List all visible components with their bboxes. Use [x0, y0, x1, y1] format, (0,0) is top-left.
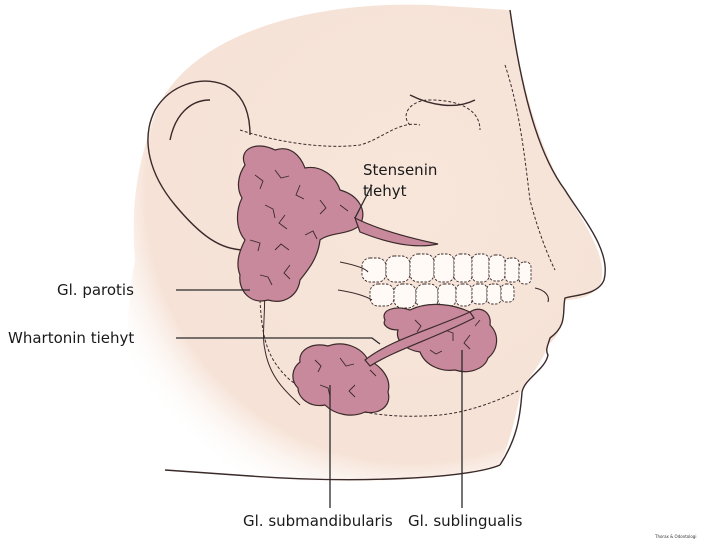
label-sublingualis: Gl. sublingualis — [408, 512, 522, 530]
watermark: Thorax & Odontologi — [655, 534, 696, 539]
label-parotis: Gl. parotis — [57, 281, 134, 299]
label-stensen-line1: Stensenin — [363, 160, 437, 181]
label-submandibularis: Gl. submandibularis — [243, 512, 393, 530]
label-stensen-line2: tiehyt — [363, 181, 437, 202]
label-stensen-duct: Stensenin tiehyt — [363, 160, 437, 202]
label-wharton-duct: Whartonin tiehyt — [8, 329, 134, 347]
